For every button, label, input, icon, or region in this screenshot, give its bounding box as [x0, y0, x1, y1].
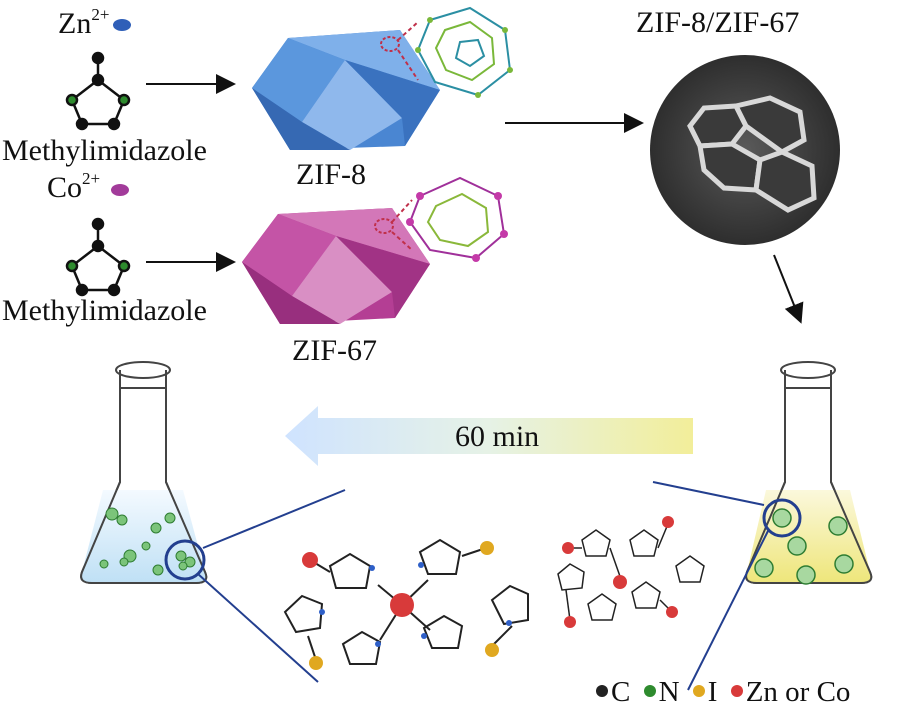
zn-ion-label: Zn2+ [58, 5, 110, 40]
ligand-label-zn: Methylimidazole [2, 134, 207, 167]
zif8-label: ZIF-8 [296, 158, 366, 191]
composite-tem-image [650, 55, 840, 245]
structure-left-atoms [302, 541, 512, 670]
ligand-label-co: Methylimidazole [2, 294, 207, 327]
zif67-label: ZIF-67 [292, 334, 377, 367]
flask-left [80, 361, 208, 584]
legend-n-dot [643, 685, 656, 698]
ligand-molecule-zn [65, 51, 131, 131]
zoom-circle-right [762, 498, 802, 538]
arrow-to-flask [773, 254, 804, 324]
legend-metal-dot [730, 685, 743, 698]
legend-n-label: N [658, 676, 680, 708]
legend-c-label: C [611, 676, 631, 708]
reaction-time-arrow [285, 406, 693, 466]
legend-i-dot [692, 685, 705, 698]
zn-ion-dot [113, 19, 131, 31]
coordination-structure-right [557, 523, 705, 621]
zoom-lines [197, 481, 769, 691]
zif8-framework-inset [380, 6, 513, 98]
legend-metal-label: Zn or Co [745, 676, 851, 708]
legend: C N I Zn or Co [590, 676, 850, 709]
time-label: 60 min [455, 420, 540, 453]
structure-right-atoms [562, 516, 678, 628]
flask-right [745, 361, 873, 585]
legend-i-label: I [707, 676, 718, 708]
zif8-crystal [252, 30, 440, 150]
zoom-circle-left [164, 539, 206, 581]
co-ion-label: Co2+ [47, 169, 101, 204]
ligand-molecule-co [65, 217, 131, 297]
zif67-crystal [242, 208, 430, 324]
zif67-framework-inset [374, 176, 508, 262]
composite-label: ZIF-8/ZIF-67 [636, 6, 800, 39]
legend-c-dot [596, 685, 608, 698]
co-ion-dot [111, 184, 129, 196]
